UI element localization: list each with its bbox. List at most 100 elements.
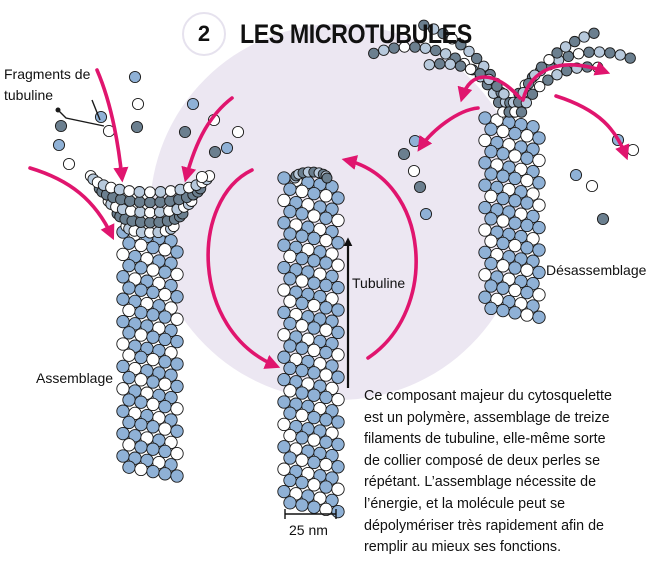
tubulin-bead (158, 444, 172, 459)
tubulin-bead (496, 214, 510, 228)
tubulin-bead (307, 500, 321, 514)
tubulin-bead (146, 330, 160, 344)
tubulin-bead (498, 88, 510, 100)
tubulin-bead (295, 363, 309, 378)
tubulin-bead (170, 469, 184, 483)
tubulin-bead (437, 27, 449, 40)
tubulin-bead (283, 339, 297, 353)
tubulin-bead (532, 131, 546, 145)
tubulin-bead (508, 171, 522, 186)
tubulin-bead (134, 462, 148, 477)
tubulin-bead (484, 279, 498, 293)
microtubule (116, 225, 184, 483)
tubulin-bead (134, 328, 148, 342)
tubulin-bead (208, 145, 222, 159)
tubulin-bead (596, 212, 610, 226)
tubulin-bead (319, 345, 333, 360)
tubulin-bead (331, 437, 345, 452)
tubulin-bead (116, 382, 130, 396)
tubulin-bead (295, 341, 309, 355)
tubulin-bead (508, 149, 522, 163)
tubulin-bead (277, 171, 291, 185)
tubulin-bead (331, 504, 345, 519)
scale-label: 25 nm (289, 522, 328, 538)
tubulin-bead (133, 196, 146, 208)
tubulin-bead (144, 206, 156, 219)
tubulin-bead (116, 314, 130, 329)
tubulin-bead (532, 153, 546, 168)
tubulin-bead (319, 189, 333, 203)
tubulin-bead (319, 301, 333, 315)
tubulin-bead (331, 303, 345, 317)
tubulin-bead (277, 350, 291, 364)
desassemblage-label: Désassemblage (546, 262, 647, 278)
tubulin-bead (331, 280, 345, 295)
tubulin-bead (583, 46, 595, 58)
tubulin-bead (478, 200, 492, 215)
tubulin-bead (484, 301, 498, 316)
process-arrow (457, 75, 522, 103)
tubulin-bead (283, 294, 297, 308)
tubulin-bead (170, 424, 184, 438)
tubulin-bead (551, 47, 563, 59)
tubulin-bead (572, 48, 585, 60)
tubulin-bead (277, 395, 291, 409)
tubulin-bead (307, 410, 321, 425)
tubulin-bead (562, 50, 575, 62)
tubulin-bead (170, 312, 184, 326)
tubulin-bead (520, 218, 534, 233)
tubulin-bead (277, 193, 291, 208)
tubulin-bead (532, 243, 546, 257)
tubulin-bead (195, 170, 209, 184)
tubulin-bead (561, 65, 573, 77)
tubulin-bead (122, 460, 136, 474)
tubulin-bead (54, 119, 68, 133)
tubulin-bead (319, 457, 333, 472)
tubulin-bead (588, 27, 600, 39)
tubulin-bead (520, 263, 534, 277)
tubulin-bead (277, 305, 291, 320)
tubulin-bead (532, 198, 546, 212)
tubulin-bead (144, 186, 156, 199)
tubulin-bead (604, 47, 616, 59)
tubulin-bead (532, 265, 546, 280)
tubulin-bead (614, 49, 626, 61)
leader-dot (55, 107, 61, 113)
assemblage-label: Assemblage (36, 370, 114, 386)
tubulin-bead (295, 453, 309, 467)
tubulin-bead (283, 473, 297, 488)
tubulin-bead (123, 185, 136, 197)
tubuline-label: Tubuline (352, 275, 406, 291)
tubulin-bead (508, 238, 522, 253)
tubulin-bead (122, 303, 136, 318)
tubulin-bead (277, 328, 291, 342)
tubulin-bead (319, 278, 333, 293)
tubulin-bead (532, 220, 546, 235)
tubulin-bead (231, 125, 245, 139)
tubulin-bead (122, 370, 136, 385)
tubulin-bead (134, 440, 148, 454)
tubulin-bead (146, 464, 160, 479)
tubulin-bead (295, 274, 309, 288)
tubulin-bead (295, 207, 309, 221)
tubulin-bead (423, 59, 435, 71)
tubulin-bead (446, 33, 458, 45)
tubulin-bead (283, 249, 297, 264)
tubulin-bead (331, 482, 345, 496)
tube-top-ring (289, 166, 333, 184)
tubulin-bead (307, 343, 321, 358)
tubulin-bead (158, 422, 172, 436)
tubulin-bead (307, 388, 321, 402)
tubulin-bead (408, 134, 422, 148)
process-arrow (181, 96, 234, 183)
tubulin-bead (178, 125, 192, 139)
tubulin-bead (116, 337, 130, 351)
tubulin-bead (532, 176, 546, 190)
tubulin-bead (134, 417, 148, 432)
tubulin-bead (508, 283, 522, 298)
tubulin-bead (164, 185, 177, 197)
tubulin-bead (146, 420, 160, 434)
tubulin-bead (534, 80, 546, 93)
tubulin-bead (295, 319, 309, 333)
